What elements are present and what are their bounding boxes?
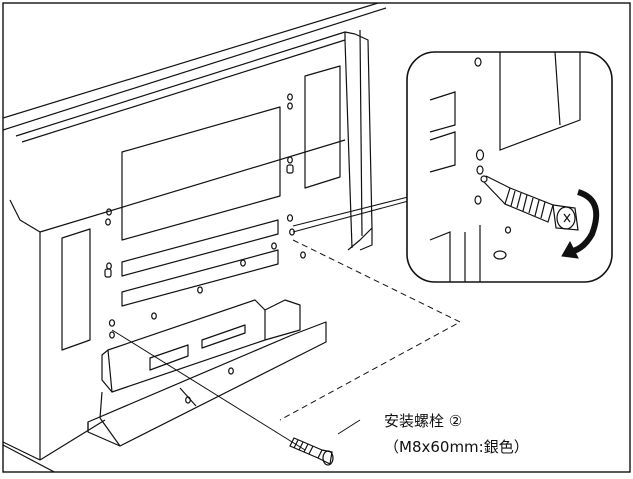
bolt-icon: [480, 175, 579, 231]
outer-frame: [2, 2, 631, 473]
callout-title: 安装螺栓 ②: [384, 412, 463, 430]
back-vent-openings: [121, 106, 281, 307]
curved-arrow-icon: [561, 189, 600, 259]
stand-neck: [101, 299, 301, 393]
leader-lines: [111, 195, 413, 451]
tv-back-panel: [3, 139, 346, 472]
dashed-guide: [279, 239, 461, 421]
tv-top-edge: [3, 3, 387, 143]
left-vent: [61, 228, 91, 351]
stand-base: [87, 321, 327, 447]
right-vent: [304, 65, 341, 189]
callout-spec: （M8x60mm:銀色）: [384, 438, 529, 456]
tv-right-side: [344, 29, 373, 251]
loose-bolt-icon: [289, 437, 334, 466]
detail-inset: [406, 51, 613, 283]
mounting-holes: [104, 93, 306, 404]
